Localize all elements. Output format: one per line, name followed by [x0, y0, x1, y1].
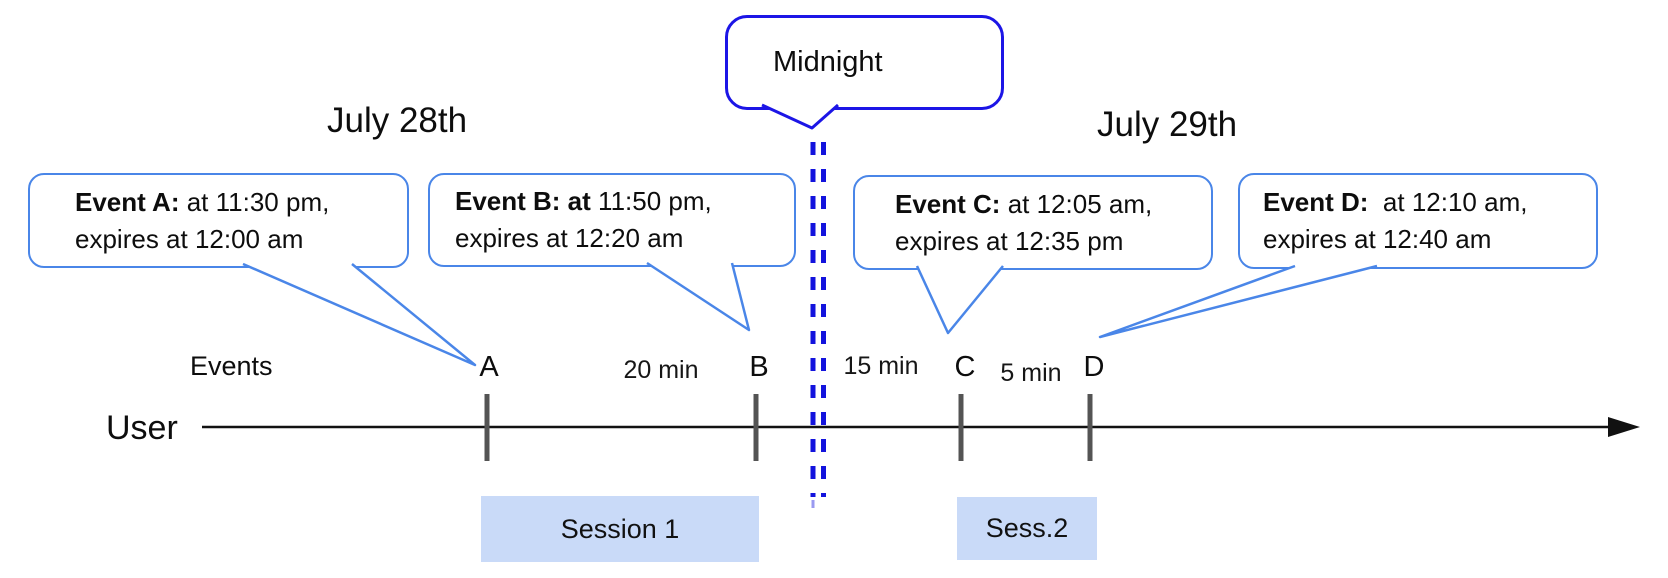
event-d-title: Event D:: [1263, 187, 1369, 217]
event-c-title: Event C:: [895, 188, 1001, 219]
timeline-arrowhead-icon: [1608, 417, 1640, 437]
event-c-line1: Event C: at 12:05 am,: [895, 186, 1211, 223]
session-2-label: Sess.2: [985, 513, 1069, 543]
event-b-tail-stroke: [646, 261, 751, 332]
event-c-tail-stroke: [915, 265, 1004, 335]
event-a-callout: Event A: at 11:30 pm, expires at 12:00 a…: [28, 173, 409, 268]
date-july-28: July 28th: [327, 101, 468, 140]
event-d-callout: Event D: at 12:10 am, expires at 12:40 a…: [1238, 173, 1598, 269]
event-c-callout: Event C: at 12:05 am, expires at 12:35 p…: [853, 175, 1213, 270]
event-a-line2: expires at 12:00 am: [75, 223, 304, 254]
event-a-line1: Event A: at 11:30 pm,: [75, 184, 407, 221]
tick-label-c: C: [954, 351, 976, 383]
event-b-callout: Event B: at 11:50 pm, expires at 12:20 a…: [428, 173, 796, 267]
event-a-title: Event A:: [75, 186, 180, 217]
event-b-time: 11:50 pm,: [590, 186, 712, 216]
interval-20min: 20 min: [623, 356, 699, 384]
event-b-tail: [647, 263, 749, 330]
interval-15min: 15 min: [843, 352, 919, 380]
tick-label-b: B: [749, 351, 769, 383]
event-a-tail-stroke: [242, 262, 477, 367]
session-2-box: Sess.2: [957, 497, 1097, 560]
event-d-tail-stroke: [1098, 264, 1378, 339]
event-a-time: at 11:30 pm,: [179, 186, 330, 217]
date-july-29: July 29th: [1097, 105, 1238, 144]
event-b-title: Event B: at: [455, 186, 591, 216]
event-b-line2: expires at 12:20 am: [455, 223, 684, 253]
event-d-line1: Event D: at 12:10 am,: [1263, 184, 1596, 221]
tick-label-a: A: [479, 351, 499, 383]
events-axis-label: Events: [190, 351, 273, 381]
tick-label-d: D: [1083, 351, 1105, 383]
midnight-callout: Midnight: [725, 15, 1004, 110]
event-d-line2: expires at 12:40 am: [1263, 224, 1492, 254]
session-1-box: Session 1: [481, 496, 759, 562]
event-c-tail: [917, 266, 1003, 333]
event-d-time: at 12:10 am,: [1368, 187, 1528, 217]
event-c-line2: expires at 12:35 pm: [895, 225, 1124, 256]
event-d-tail: [1100, 266, 1377, 337]
midnight-label: Midnight: [773, 46, 883, 78]
event-b-line1: Event B: at 11:50 pm,: [455, 183, 794, 220]
user-axis-label: User: [106, 409, 178, 447]
event-a-tail: [243, 264, 475, 365]
event-c-time: at 12:05 am,: [1000, 188, 1153, 219]
session-1-label: Session 1: [560, 513, 680, 544]
interval-5min: 5 min: [1000, 359, 1062, 387]
